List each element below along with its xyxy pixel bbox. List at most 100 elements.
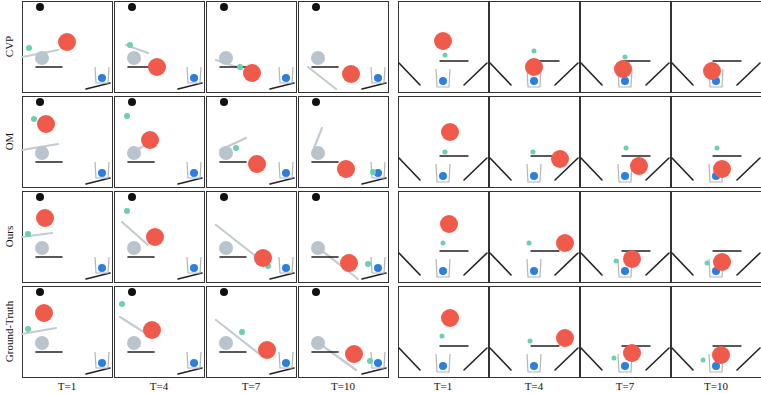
black-bar bbox=[312, 66, 338, 68]
black-dot bbox=[312, 98, 320, 106]
black-dot bbox=[312, 288, 320, 296]
red-ball bbox=[712, 346, 730, 364]
black-bar bbox=[531, 250, 559, 251]
blue-ball bbox=[621, 172, 629, 180]
sloped-bar bbox=[362, 83, 386, 89]
red-ball bbox=[36, 209, 54, 227]
row-label: CVP bbox=[5, 36, 16, 57]
blue-ball bbox=[530, 77, 538, 85]
frame-panel bbox=[399, 287, 489, 378]
cup bbox=[187, 162, 201, 178]
sloped-bar bbox=[270, 368, 294, 374]
column-label: T=7 bbox=[616, 381, 634, 392]
black-dot bbox=[220, 288, 228, 296]
left-slope bbox=[672, 63, 693, 85]
black-bar bbox=[312, 161, 338, 163]
red-ball bbox=[525, 58, 543, 76]
sloped-bar bbox=[86, 273, 110, 279]
frame-panel bbox=[207, 192, 297, 283]
cup bbox=[187, 67, 201, 83]
black-bar bbox=[713, 345, 741, 346]
frame-panel bbox=[399, 97, 489, 188]
black-bar bbox=[713, 155, 741, 156]
blue-ball bbox=[530, 362, 538, 370]
frame-border bbox=[672, 2, 761, 93]
cyan-ball bbox=[612, 356, 617, 361]
grey-ball bbox=[311, 241, 325, 255]
black-dot bbox=[128, 193, 136, 201]
cup bbox=[618, 164, 632, 182]
frame-border bbox=[299, 192, 389, 283]
frame-border bbox=[299, 97, 389, 188]
column-label: T=7 bbox=[242, 381, 260, 392]
blue-ball bbox=[621, 77, 629, 85]
black-dot bbox=[220, 98, 228, 106]
frame-border bbox=[490, 287, 580, 378]
blue-ball bbox=[190, 359, 198, 367]
black-bar bbox=[36, 161, 62, 163]
red-ball bbox=[143, 321, 161, 339]
frame-border bbox=[115, 192, 205, 283]
right-slope bbox=[464, 253, 487, 275]
frame-panel bbox=[490, 287, 580, 378]
frame-border bbox=[115, 287, 205, 378]
frame-border bbox=[490, 2, 580, 93]
left-slope bbox=[672, 158, 693, 180]
left-slope bbox=[399, 253, 420, 275]
red-ball bbox=[248, 155, 266, 173]
cyan-ball bbox=[623, 55, 628, 60]
left-slope bbox=[581, 63, 602, 85]
left-slope bbox=[490, 158, 511, 180]
frame-panel bbox=[299, 192, 389, 283]
right-slope bbox=[555, 348, 578, 370]
black-bar bbox=[128, 351, 154, 353]
red-ball bbox=[337, 160, 355, 178]
cyan-ball bbox=[705, 261, 710, 266]
blue-ball bbox=[439, 77, 447, 85]
blue-ball bbox=[98, 359, 106, 367]
black-dot bbox=[36, 3, 44, 11]
black-bar bbox=[713, 250, 741, 251]
frame-panel bbox=[399, 2, 489, 93]
cyan-ball bbox=[31, 116, 37, 122]
black-bar bbox=[531, 345, 559, 346]
frame-panel bbox=[581, 287, 671, 378]
black-bar bbox=[220, 161, 246, 163]
grey-ball bbox=[35, 51, 49, 65]
left-slope bbox=[581, 158, 602, 180]
grey-stick bbox=[216, 320, 262, 356]
black-dot bbox=[312, 193, 320, 201]
cup bbox=[95, 352, 109, 368]
frame-panel bbox=[581, 192, 671, 283]
cup bbox=[95, 257, 109, 273]
left-slope bbox=[490, 63, 511, 85]
black-bar bbox=[220, 256, 246, 258]
red-ball bbox=[551, 150, 569, 168]
black-bar bbox=[128, 161, 154, 163]
right-slope bbox=[737, 348, 760, 370]
red-ball bbox=[441, 123, 459, 141]
red-ball bbox=[243, 64, 261, 82]
sloped-bar bbox=[270, 83, 294, 89]
cyan-ball bbox=[127, 42, 133, 48]
frame-panel bbox=[490, 97, 580, 188]
sloped-bar bbox=[362, 178, 386, 184]
frame-panel bbox=[22, 192, 113, 283]
blue-ball bbox=[439, 267, 447, 275]
frame-border bbox=[207, 97, 297, 188]
red-ball bbox=[713, 160, 731, 178]
black-dot bbox=[36, 193, 44, 201]
cyan-ball bbox=[443, 53, 448, 58]
frame-panel bbox=[672, 192, 761, 283]
blue-ball bbox=[282, 169, 290, 177]
frame-border bbox=[399, 2, 489, 93]
black-dot bbox=[312, 3, 320, 11]
red-ball bbox=[440, 215, 458, 233]
blue-ball bbox=[530, 172, 538, 180]
grey-ball bbox=[219, 336, 233, 350]
frame-panel bbox=[115, 192, 205, 283]
grey-ball bbox=[127, 241, 141, 255]
right-slope bbox=[464, 348, 487, 370]
grey-ball bbox=[127, 336, 141, 350]
right-slope bbox=[464, 63, 487, 85]
